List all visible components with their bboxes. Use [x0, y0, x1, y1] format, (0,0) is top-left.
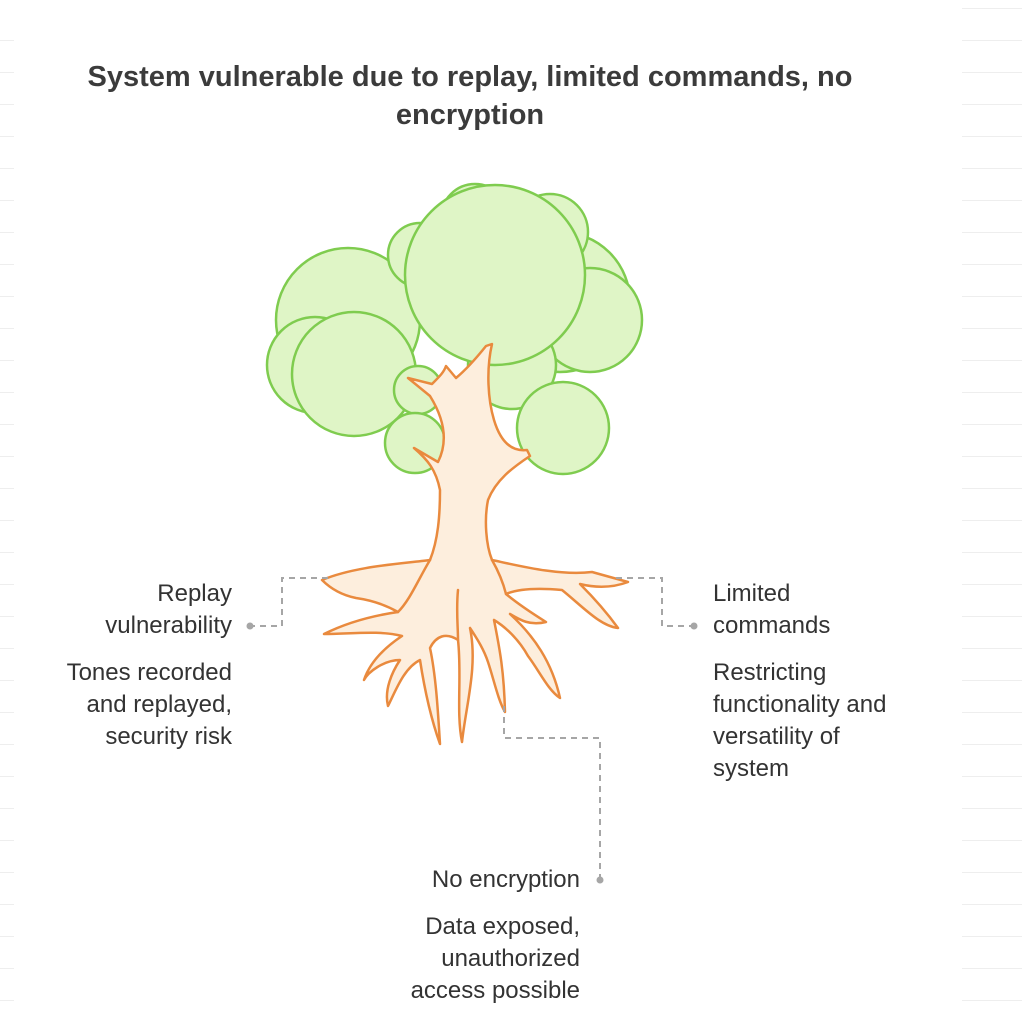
replay-description-line: security risk — [105, 723, 232, 750]
canopy-cloud-center — [403, 183, 587, 367]
connector-replay — [252, 577, 328, 627]
connector-no-encryption — [503, 706, 601, 878]
replay-description-line: and replayed, — [86, 691, 232, 718]
limited-commands-description-line: Restricting — [713, 659, 827, 686]
no-encryption-heading-line: No encryption — [431, 866, 580, 893]
limited-commands-heading: Limited commands — [713, 578, 830, 642]
tree-trunk — [320, 342, 630, 746]
no-encryption-description-line: unauthorized — [441, 945, 580, 972]
limited-commands-description-line: functionality and — [713, 691, 887, 718]
connector-dot-no-encryption — [596, 876, 604, 884]
limited-commands-description-line: system — [713, 755, 790, 782]
replay-heading-line: vulnerability — [105, 612, 232, 639]
root-detail-line-right — [490, 558, 508, 596]
connector-dots — [246, 622, 698, 884]
no-encryption-heading: No encryption — [432, 864, 580, 896]
limited-commands-description-line: versatility of — [713, 723, 840, 750]
connector-dot-replay — [246, 622, 254, 630]
replay-description-line: Tones recorded — [66, 659, 232, 686]
limited-commands-description: Restricting functionality and versatilit… — [713, 657, 886, 785]
limited-commands-heading-line: Limited — [713, 580, 791, 607]
tree-trunk-and-roots — [320, 342, 630, 746]
no-encryption-description: Data exposed, unauthorized access possib… — [411, 911, 580, 1007]
replay-vulnerability-description: Tones recorded and replayed, security ri… — [67, 657, 232, 753]
no-encryption-description-line: access possible — [410, 977, 580, 1004]
diagram-title: System vulnerable due to replay, limited… — [87, 61, 853, 131]
replay-heading-line: Replay — [157, 580, 232, 607]
limited-commands-heading-line: commands — [713, 612, 831, 639]
tree-canopy — [265, 182, 644, 476]
connector-dot-limited-commands — [690, 622, 698, 630]
left-margin-rules — [0, 0, 14, 1024]
right-margin-rules — [962, 0, 1022, 1024]
connectors — [252, 577, 692, 878]
canopy-cloud-small-right — [515, 380, 611, 476]
replay-vulnerability-heading: Replay vulnerability — [105, 578, 232, 642]
root-detail-line-center — [455, 588, 460, 642]
connector-limited-commands — [616, 577, 692, 627]
no-encryption-description-line: Data exposed, — [425, 913, 580, 940]
root-detail-line-left — [396, 558, 432, 614]
